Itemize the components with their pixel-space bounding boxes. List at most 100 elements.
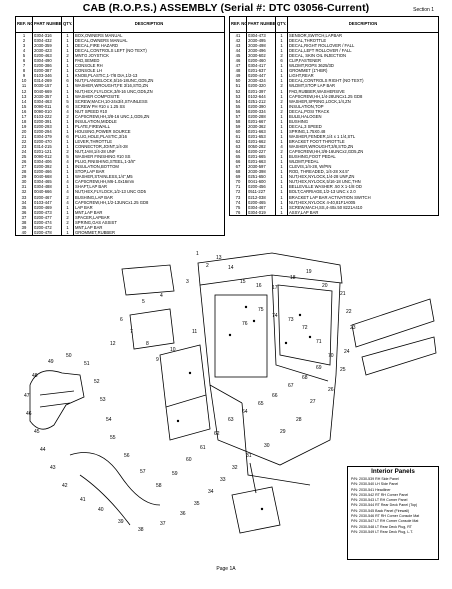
callout-number: 32 — [232, 465, 238, 471]
cell-desc: CAPSCREW,HH,3/8-16UNCx2,GD5,ZN — [287, 149, 439, 155]
cell-desc: NUT SPEED #10 — [73, 108, 225, 114]
panel-item: P/N: 2030-545 Back Panel (Firewall) — [351, 508, 410, 513]
cell-desc: BRACKET LAP BAR ACTIVATION SWITCH — [287, 194, 439, 200]
cell-desc: NUT,FLANGELOCK,5/16-18UNC,GD5,ZN — [73, 78, 225, 84]
callout-number: 14 — [228, 265, 234, 271]
callout-number: 61 — [200, 445, 206, 451]
cell-desc: NUT,HEX,NYLOCK,1/4-28 UNF,ZN — [287, 174, 439, 180]
callout-number: 23 — [350, 325, 356, 331]
cell-desc: CLIP,FASTENER — [287, 58, 439, 64]
lap-bar — [29, 370, 85, 430]
cell-desc: BELLEVILLE WASHER .50 X 1-1/8 OD — [287, 184, 439, 190]
callout-number: 6 — [120, 317, 123, 323]
panel-item: P/N: 2030-541 Headliner — [351, 487, 391, 492]
cell-desc: DECAL,POSI TRACK — [287, 108, 439, 114]
cell-desc: DECAL,OWNERS MANUAL — [73, 38, 225, 44]
callout-number: 22 — [346, 309, 352, 315]
cell-desc: WASHER,STAINLESS,1/4",M5 — [73, 174, 225, 180]
cell-desc: CAPSCREW,HH,M6-1.0x16mm — [73, 179, 225, 185]
cell-desc: PLUG,FINISHING,STEEL,1-3/8" — [73, 159, 225, 165]
cell-desc: SCREW,MACH,10-24x3/4,STAINLESS — [73, 98, 225, 104]
callout-number: 58 — [156, 483, 162, 489]
cell-desc: SHAFT,LAP BAR — [73, 184, 225, 190]
callout-number: 57 — [140, 469, 146, 475]
cell-desc: LAP BAR — [73, 204, 225, 210]
cell-desc: WASHER,WROUGHT,FE 3/16,STD,ZN — [73, 83, 225, 89]
cell-desc: SPRING,GAS ASSIST — [73, 219, 225, 225]
callout-number: 65 — [258, 401, 264, 407]
cell-desc: BOLT,CARRIAGE,1/2-13 UNC x 2.0 — [287, 189, 439, 195]
callout-number: 26 — [328, 387, 334, 393]
cell-desc: NUT,HEX,NYLOCK,5/16-18 UNC,THN — [287, 179, 439, 185]
cell-desc: CAPSCREW,HH,1/2-13UNCx1.25 GD8 — [73, 199, 225, 205]
cell-desc: CLEVIS,1/4-28, W/PIN — [287, 164, 439, 170]
cell-desc: WLDMT,STOP LAP BAR — [287, 83, 439, 89]
callout-number: 24 — [344, 349, 350, 355]
panel-item: P/N: 2030-548 LT Rear Deck Plug, RT — [351, 524, 412, 529]
cell-desc: PAD,RUBBER,WASHERSIVE — [287, 88, 439, 94]
ref-header: REF. NO. — [15, 16, 33, 33]
callout-number: 34 — [208, 489, 214, 495]
callout-number: 17 — [272, 285, 278, 291]
panel-item: P/N: 2030-539 RH Side Panel — [351, 477, 399, 481]
cell-desc: INSULATION,BOTTOM — [73, 164, 225, 170]
callout-number: 44 — [40, 447, 46, 453]
panel-item: P/N: 2030-546 RT RH Corner Console Mat — [351, 514, 420, 519]
cell-part: 0304-019 — [246, 209, 276, 216]
page-number: Page 1A — [216, 566, 236, 572]
callout-number: 8 — [146, 341, 149, 347]
callout-number: 66 — [272, 393, 278, 399]
cell-desc: HOUSING,POWER SOURCE — [73, 128, 225, 134]
callout-number: 73 — [288, 317, 294, 323]
callout-number: 18 — [290, 275, 296, 281]
callout-number: 59 — [172, 471, 178, 477]
page-title: CAB (R.O.P.S.) ASSEMBLY (Serial #: DTC 0… — [82, 2, 370, 14]
callout-number: 12 — [110, 341, 116, 347]
callout-number: 21 — [340, 291, 346, 297]
callout-number: 71 — [316, 339, 322, 345]
cell-qty: 1 — [275, 209, 288, 216]
cab-front-pillar — [199, 284, 243, 404]
cab-lower-frame — [209, 374, 337, 466]
callout-number: 42 — [62, 483, 68, 489]
callout-number: 72 — [302, 325, 308, 331]
callout-number: 7 — [130, 329, 133, 335]
cell-desc: CONSOLE RH — [73, 63, 225, 69]
cell-desc: SCREW,MACH,SS,4-40x.50 8221A410 — [287, 204, 439, 210]
cell-desc: PLATE,FIREWALL — [73, 123, 225, 129]
cell-desc: MNT,LAP BAR — [73, 209, 225, 215]
callout-number: 40 — [98, 507, 104, 513]
interior-panels-title: Interior Panels — [371, 468, 415, 475]
cell-desc: CAPSCREW,HH,1/4-28UNCx1.25 GD8 — [287, 93, 439, 99]
callout-number: 62 — [214, 431, 220, 437]
callout-number: 28 — [296, 417, 302, 423]
table-header-row: REF. NO. PART NUMBER QTY. DESCRIPTION — [229, 16, 439, 33]
